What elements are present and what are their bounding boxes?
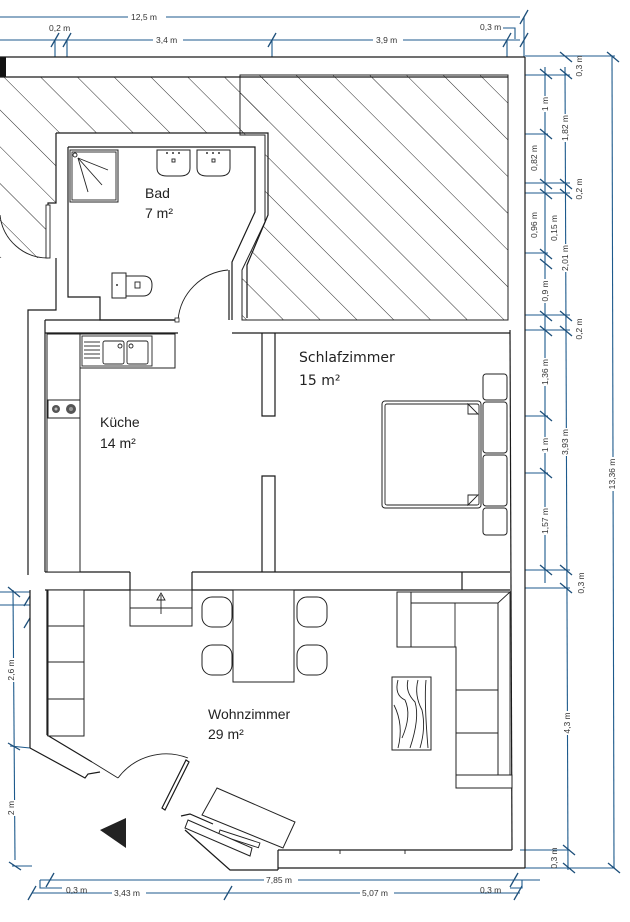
nightstand-top (482, 373, 508, 401)
hatched-area-left (0, 77, 268, 258)
dim-right-middle-b: 2,01 m (560, 245, 570, 271)
dimensions-bottom: 7,85 m 0,3 m 3,43 m 5,07 m 0,3 m (27, 872, 540, 901)
dim-right-inner-a: 1 m (540, 97, 550, 111)
dim-right-outer-overall: 13,36 m (607, 459, 617, 490)
dim-bottom-overall: 7,85 m (266, 875, 292, 885)
dining-table (201, 589, 328, 683)
dim-right-middle-c: 3,93 m (560, 429, 570, 455)
dim-bottom-segment-2: 5,07 m (362, 888, 388, 898)
kitchen-sink (81, 335, 153, 367)
coffee-table (391, 676, 432, 751)
dimensions-left: 2,6 m 2 m (0, 586, 32, 871)
dim-right-inner-f: 1 m (540, 438, 550, 452)
room-labels: Bad 7 m² Küche 14 m² Schlafzimmer 15 m² … (100, 185, 395, 742)
dim-right-inner-g: 1,57 m (540, 508, 550, 534)
nightstand-bottom (482, 507, 508, 536)
corner-sofa (396, 590, 513, 789)
entrance-arrow-icon (100, 818, 126, 848)
dim-right-middle-wall-1: 0,2 m (574, 178, 584, 199)
dim-bottom-wall-left: 0,3 m (66, 885, 87, 895)
room-name-bad: Bad (145, 185, 170, 201)
dim-top-wall-left: 0,2 m (49, 23, 70, 33)
stove (47, 399, 81, 419)
dim-right-inner-e: 1,36 m (540, 359, 550, 385)
pillow-1 (482, 401, 508, 454)
bed (381, 400, 482, 509)
sink-1 (156, 149, 191, 177)
dim-right-outer-top-wall: 0,3 m (574, 55, 584, 76)
room-area-kueche: 14 m² (100, 435, 136, 451)
dimensions-top: 12,5 m 0,2 m 3,4 m 3,9 m 0,3 m (0, 9, 529, 57)
dim-top-overall: 12,5 m (131, 12, 157, 22)
dim-bottom-wall-right: 0,3 m (480, 885, 501, 895)
room-name-schlafzimmer: Schlafzimmer (299, 350, 395, 366)
dim-right-middle-wall-3: 0,3 m (549, 847, 559, 868)
dim-top-segment-2: 3,9 m (376, 35, 397, 45)
room-area-schlafzimmer: 15 m² (299, 373, 341, 389)
dim-top-segment-1: 3,4 m (156, 35, 177, 45)
room-name-kueche: Küche (100, 414, 140, 430)
kitchen-fixtures (46, 333, 176, 573)
sideboard (129, 589, 193, 627)
room-area-bad: 7 m² (145, 205, 173, 221)
dimensions-right: 0,3 m 1 m 1,82 m 0,82 m 0,2 m 0,96 m 0,1… (520, 51, 621, 874)
hatched-area-right (239, 74, 509, 321)
dim-right-inner-c: 0,96 m (529, 212, 539, 238)
room-area-wohnzimmer: 29 m² (208, 726, 244, 742)
bedroom-furniture (381, 373, 508, 536)
left-sofa (47, 589, 85, 737)
dim-top-wall-right: 0,3 m (480, 22, 501, 32)
tv-desk (184, 787, 296, 857)
sink-2 (196, 149, 231, 177)
pillow-2 (482, 454, 508, 507)
dim-right-inner-h: 0,3 m (576, 572, 586, 593)
room-name-wohnzimmer: Wohnzimmer (208, 706, 291, 722)
toilet (111, 272, 153, 299)
bathroom-fixtures (69, 149, 231, 323)
entry-door-left (0, 204, 51, 259)
bathroom-door (174, 269, 230, 323)
dim-bottom-segment-1: 3,43 m (114, 888, 140, 898)
dim-right-inner-d: 0,9 m (540, 280, 550, 301)
walls (0, 56, 526, 871)
dim-right-middle-gap: 0,15 m (549, 215, 559, 241)
dim-left-a: 2,6 m (6, 659, 16, 680)
dim-left-b: 2 m (6, 801, 16, 815)
dim-right-middle-a: 1,82 m (560, 115, 570, 141)
kitchen-counter-left (46, 333, 81, 573)
dim-right-middle-wall-2: 0,2 m (574, 318, 584, 339)
living-room-door (117, 753, 190, 811)
dim-right-middle-d: 4,3 m (562, 712, 572, 733)
dim-right-inner-b: 0,82 m (529, 145, 539, 171)
living-room-furniture (47, 589, 513, 857)
